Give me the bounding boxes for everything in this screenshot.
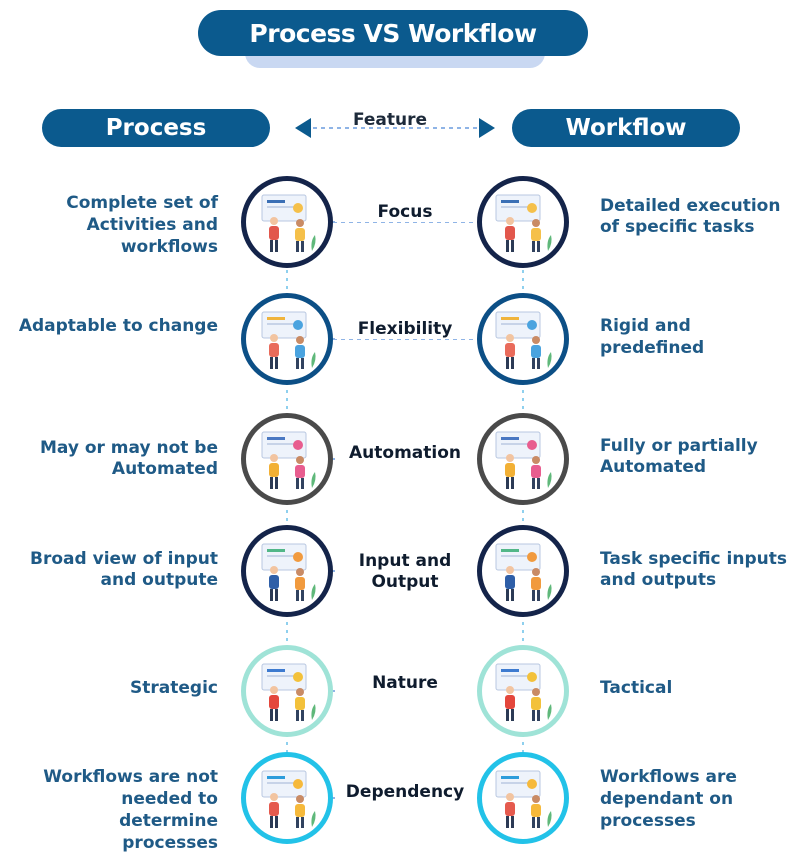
feature-label: Flexibility [335,319,475,339]
illustration-graphic [261,770,316,828]
file-cabinet-illustration-icon [477,752,569,844]
teamwork-illustration-icon [477,413,569,505]
illustration-graphic [261,311,316,369]
workflow-description: Tactical [600,678,673,698]
feature-label: Focus [335,202,475,222]
workflow-description: Detailed execution of specific tasks [600,196,781,237]
process-description: Workflows are not needed to determine pr… [43,767,218,853]
workflow-description: Workflows are dependant on processes [600,767,737,831]
feature-arrow-left-icon [295,118,311,138]
workflow-description: Fully or partially Automated [600,436,758,477]
workflow-description: Rigid and predefined [600,316,705,358]
process-description: Complete set of Activities and workflows [66,193,218,257]
illustration-graphic [261,663,316,721]
workflow-header: Workflow [512,109,740,147]
monitor-illustration-icon [241,293,333,385]
feature-header: Feature [352,110,428,130]
planning-illustration-icon [477,645,569,737]
illustration-graphic [261,431,316,489]
process-description: Broad view of input and outpute [30,549,218,590]
illustration-graphic [495,194,552,252]
feature-label: Automation [335,443,475,463]
feature-arrow-right-icon [479,118,495,138]
process-description: May or may not be Automated [39,438,218,479]
process-description: Adaptable to change [18,316,218,336]
illustration-graphic [495,431,552,489]
illustration-graphic [261,543,316,601]
board-meeting-illustration-icon [241,752,333,844]
desk-laptop-illustration-icon [477,176,569,268]
page-title: Process VS Workflow [198,10,588,56]
illustration-graphic [495,663,552,721]
video-call-illustration-icon [477,293,569,385]
analytics-illustration-icon [241,413,333,505]
process-description: Strategic [130,678,218,698]
illustration-graphic [495,311,552,369]
workflow-description: Task specific inputs and outputs [600,549,787,590]
feature-label: Input and Output [335,551,475,593]
illustration-graphic [261,194,316,252]
feature-label: Nature [335,673,475,693]
illustration-graphic [495,770,552,828]
process-header: Process [42,109,270,147]
strategy-board-illustration-icon [241,645,333,737]
illustration-graphic [495,543,552,601]
feature-label: Dependency [335,782,475,802]
presentation-illustration-icon [241,525,333,617]
meeting-illustration-icon [241,176,333,268]
laptop-user-illustration-icon [477,525,569,617]
